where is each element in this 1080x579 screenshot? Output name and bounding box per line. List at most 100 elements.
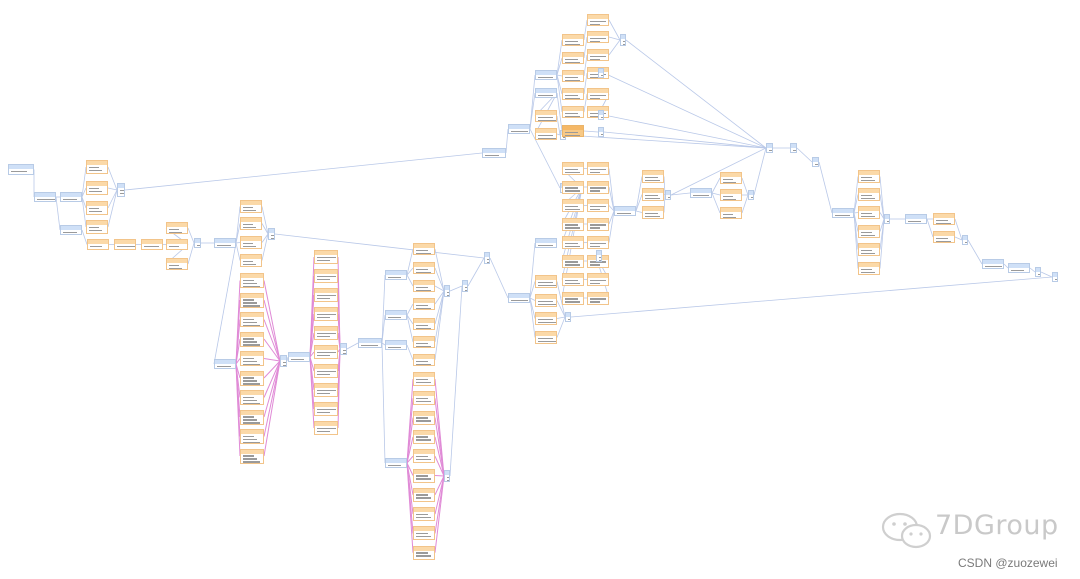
plan-node[interactable]: [413, 410, 435, 425]
plan-node[interactable]: [413, 354, 435, 366]
plan-node[interactable]: [562, 180, 584, 194]
plan-node[interactable]: [314, 326, 338, 340]
plan-node[interactable]: [240, 217, 262, 230]
plan-node[interactable]: [413, 391, 435, 406]
plan-node[interactable]: [562, 70, 584, 82]
plan-node[interactable]: [620, 34, 626, 46]
plan-node[interactable]: [562, 273, 584, 286]
plan-node[interactable]: [413, 372, 435, 386]
plan-node[interactable]: [444, 470, 450, 482]
plan-node[interactable]: [314, 421, 338, 435]
plan-node[interactable]: [280, 355, 287, 367]
plan-node[interactable]: [562, 106, 584, 118]
plan-node[interactable]: [114, 239, 136, 250]
plan-node[interactable]: [508, 293, 530, 303]
plan-node[interactable]: [87, 239, 109, 250]
plan-node[interactable]: [858, 206, 880, 219]
plan-node[interactable]: [562, 217, 584, 231]
plan-node[interactable]: [665, 190, 671, 200]
plan-node[interactable]: [385, 310, 407, 320]
plan-node[interactable]: [240, 390, 264, 405]
plan-node[interactable]: [117, 183, 125, 197]
plan-node[interactable]: [535, 312, 557, 325]
plan-node[interactable]: [314, 307, 338, 321]
plan-node[interactable]: [587, 273, 609, 286]
plan-node[interactable]: [166, 222, 188, 234]
plan-node[interactable]: [720, 189, 742, 201]
plan-node[interactable]: [1035, 267, 1041, 277]
plan-node[interactable]: [314, 250, 338, 264]
plan-node[interactable]: [535, 238, 557, 248]
plan-node[interactable]: [884, 214, 890, 224]
plan-node[interactable]: [720, 172, 742, 184]
plan-node[interactable]: [562, 88, 584, 100]
plan-node[interactable]: [240, 236, 262, 249]
plan-node[interactable]: [86, 160, 108, 174]
plan-node[interactable]: [194, 238, 201, 248]
plan-node[interactable]: [587, 49, 609, 61]
plan-node[interactable]: [86, 220, 108, 234]
plan-node[interactable]: [587, 31, 609, 43]
plan-node[interactable]: [240, 292, 264, 308]
plan-node[interactable]: [462, 280, 468, 292]
plan-node[interactable]: [60, 192, 82, 202]
plan-node[interactable]: [587, 199, 609, 212]
plan-node[interactable]: [413, 298, 435, 310]
plan-node[interactable]: [720, 207, 742, 219]
plan-node[interactable]: [858, 225, 880, 238]
plan-node[interactable]: [748, 190, 754, 200]
plan-node[interactable]: [905, 214, 927, 224]
plan-node[interactable]: [240, 331, 264, 347]
plan-node[interactable]: [598, 127, 604, 137]
plan-node[interactable]: [166, 239, 188, 250]
plan-node[interactable]: [385, 340, 407, 350]
plan-node[interactable]: [314, 364, 338, 378]
plan-node[interactable]: [535, 70, 557, 80]
plan-node[interactable]: [535, 331, 557, 344]
plan-node[interactable]: [240, 351, 264, 366]
plan-node[interactable]: [562, 52, 584, 64]
plan-node[interactable]: [444, 285, 450, 297]
plan-node[interactable]: [598, 110, 604, 120]
plan-node[interactable]: [60, 225, 82, 235]
plan-node[interactable]: [413, 280, 435, 292]
plan-node[interactable]: [240, 409, 264, 425]
plan-node[interactable]: [858, 262, 880, 275]
plan-node[interactable]: [141, 239, 163, 250]
plan-node[interactable]: [642, 170, 664, 183]
plan-node[interactable]: [858, 170, 880, 183]
plan-node[interactable]: [832, 208, 854, 218]
plan-node[interactable]: [413, 449, 435, 464]
plan-node[interactable]: [562, 254, 584, 268]
plan-node[interactable]: [240, 273, 264, 288]
plan-node[interactable]: [962, 235, 968, 245]
plan-node[interactable]: [240, 200, 262, 213]
plan-node[interactable]: [413, 545, 435, 560]
plan-node[interactable]: [562, 199, 584, 212]
plan-node[interactable]: [8, 164, 34, 175]
plan-node[interactable]: [413, 336, 435, 348]
plan-node[interactable]: [565, 312, 571, 322]
plan-node[interactable]: [314, 288, 338, 302]
plan-node[interactable]: [413, 507, 435, 522]
plan-node[interactable]: [562, 125, 584, 137]
plan-node[interactable]: [587, 236, 609, 249]
plan-node[interactable]: [587, 217, 609, 231]
plan-node[interactable]: [413, 487, 435, 502]
plan-node[interactable]: [413, 526, 435, 541]
plan-node[interactable]: [385, 458, 407, 468]
plan-node[interactable]: [562, 34, 584, 46]
plan-node[interactable]: [562, 291, 584, 305]
plan-node[interactable]: [340, 343, 347, 355]
plan-node[interactable]: [508, 124, 530, 134]
plan-node[interactable]: [535, 275, 557, 288]
plan-node[interactable]: [86, 201, 108, 215]
plan-node[interactable]: [1008, 263, 1030, 273]
plan-node[interactable]: [933, 213, 955, 225]
plan-node[interactable]: [314, 269, 338, 283]
plan-node[interactable]: [614, 206, 636, 216]
plan-node[interactable]: [598, 68, 604, 78]
plan-node[interactable]: [288, 352, 310, 362]
plan-node[interactable]: [858, 243, 880, 256]
plan-node[interactable]: [413, 262, 435, 274]
